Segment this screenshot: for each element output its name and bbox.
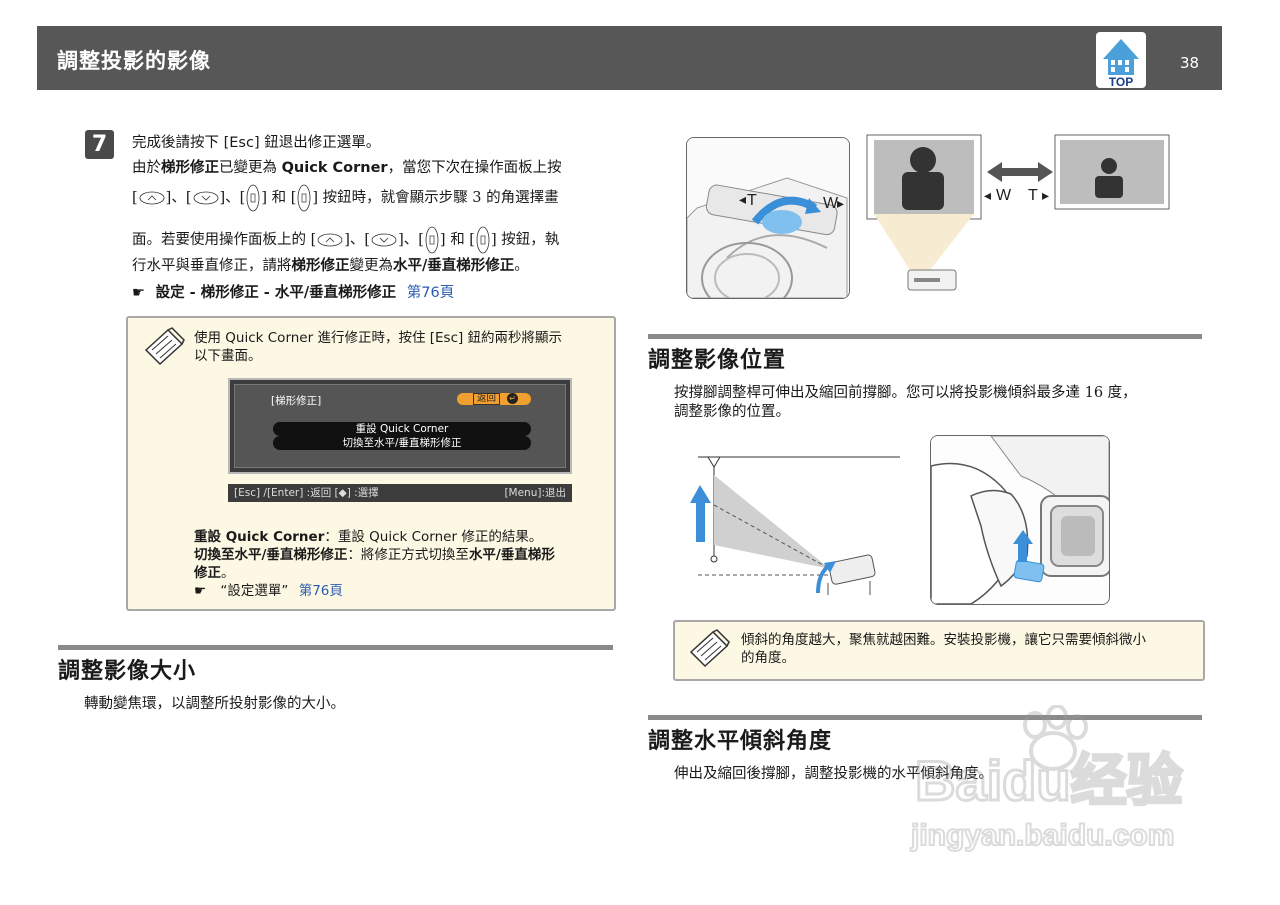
hand-pressing-lever-drawing — [931, 436, 1109, 604]
keystone-left-button-icon — [246, 184, 260, 212]
keystone-menu-screen: [梯形修正] 返回 ↵ 重設 Quick Corner 切換至水平/垂直梯形修正 — [228, 378, 572, 474]
section-rule — [648, 334, 1202, 339]
svg-text:T: T — [747, 192, 757, 209]
keystone-up-button-icon — [317, 233, 343, 247]
zoom-ring-illustration: ◂ T W ▸ — [686, 137, 850, 299]
svg-text:▸: ▸ — [837, 195, 844, 211]
keystone-left-button-icon — [425, 226, 439, 254]
keystone-up-button-icon — [139, 191, 165, 205]
step-line-3: []、[]、[] 和 [] 按鈕時，就會顯示步驟 3 的角選擇畫 — [132, 183, 559, 213]
pointing-hand-icon: ☛ — [132, 285, 145, 301]
pointing-hand-icon: ☛ — [194, 583, 207, 599]
svg-text:◂: ◂ — [984, 187, 991, 203]
page-link[interactable]: 第76頁 — [406, 285, 455, 301]
svg-text:jingyan.baidu.com: jingyan.baidu.com — [910, 819, 1174, 852]
page-header: 調整投影的影像 TOP 38 — [37, 26, 1222, 90]
home-icon: TOP — [1096, 32, 1146, 89]
step-number-badge: 7 — [85, 130, 114, 159]
step-line-4: 面。若要使用操作面板上的 []、[]、[] 和 [] 按鈕，執 — [132, 225, 559, 255]
menu-footer: [Esc] /[Enter] :返回 [◆] :選擇 [Menu]:退出 — [228, 484, 572, 502]
menu-return-button[interactable]: 返回 ↵ — [457, 393, 531, 405]
page-title: 調整投影的影像 — [57, 49, 211, 73]
menu-panel: [梯形修正] 返回 ↵ 重設 Quick Corner 切換至水平/垂直梯形修正 — [234, 384, 566, 468]
keystone-right-button-icon — [297, 184, 311, 212]
step-line-2: 由於梯形修正已變更為 Quick Corner，當您下次在操作面板上按 — [132, 159, 562, 176]
svg-text:W: W — [996, 187, 1012, 204]
page-number: 38 — [1180, 54, 1200, 72]
section-title-position: 調整影像位置 — [648, 348, 787, 373]
step-reference: ☛ 設定 - 梯形修正 - 水平/垂直梯形修正 第76頁 — [132, 284, 455, 301]
svg-text:▸: ▸ — [1042, 187, 1049, 203]
menu-title: [梯形修正] — [271, 395, 322, 407]
step-line-5: 行水平與垂直修正，請將梯形修正變更為水平/垂直梯形修正。 — [132, 257, 529, 274]
desc-reset-quick-corner: 重設 Quick Corner：重設 Quick Corner 修正的結果。 — [194, 529, 543, 545]
zoom-ring-drawing: ◂ T W ▸ — [687, 138, 849, 298]
note-reference: ☛ “設定選單” 第76頁 — [194, 583, 343, 599]
zoom-projection-diagram: ◂ W T ▸ — [866, 134, 1170, 291]
note-line-1: 使用 Quick Corner 進行修正時，按住 [Esc] 鈕約兩秒將顯示 — [194, 330, 563, 346]
section-body-position-1: 按撐腳調整桿可伸出及縮回前撐腳。您可以將投影機傾斜最多達 16 度， — [674, 385, 1137, 401]
desc-switch-hv-keystone: 切換至水平/垂直梯形修正：將修正方式切換至水平/垂直梯形 — [194, 547, 555, 563]
step-line-1: 完成後請按下 [Esc] 鈕退出修正選單。 — [132, 135, 381, 151]
section-title-tilt: 調整水平傾斜角度 — [648, 729, 833, 754]
page-link[interactable]: 第76頁 — [298, 583, 343, 599]
note-line-2: 的角度。 — [741, 650, 795, 666]
note-line-2: 以下畫面。 — [194, 348, 262, 364]
keystone-down-button-icon — [193, 191, 218, 205]
section-rule — [58, 645, 613, 650]
svg-text:TOP: TOP — [1109, 75, 1133, 89]
top-button[interactable]: TOP — [1095, 31, 1147, 89]
menu-item-reset-quick-corner[interactable]: 重設 Quick Corner — [273, 422, 531, 436]
desc-switch-hv-keystone-cont: 修正。 — [194, 565, 235, 581]
section-body-size: 轉動變焦環，以調整所投射影像的大小。 — [84, 696, 345, 712]
note-pencil-icon — [144, 327, 185, 366]
baidu-watermark: Baidu经验 jingyan.baidu.com — [909, 705, 1184, 853]
section-title-size: 調整影像大小 — [58, 659, 197, 684]
svg-text:W: W — [823, 195, 839, 212]
menu-item-switch-hv-keystone[interactable]: 切換至水平/垂直梯形修正 — [273, 436, 531, 450]
enter-icon: ↵ — [507, 393, 518, 404]
note-line-1: 傾斜的角度越大，聚焦就越困難。安裝投影機，讓它只需要傾斜微小 — [741, 632, 1146, 648]
svg-text:◂: ◂ — [739, 191, 746, 207]
note-pencil-icon — [689, 629, 730, 668]
keystone-down-button-icon — [371, 233, 397, 247]
adjust-lever-illustration — [930, 435, 1110, 605]
note-box: 傾斜的角度越大，聚焦就越困難。安裝投影機，讓它只需要傾斜微小 的角度。 — [673, 620, 1205, 681]
section-rule — [648, 715, 1202, 720]
tilt-diagram — [690, 456, 900, 595]
svg-text:Baidu经验: Baidu经验 — [915, 749, 1183, 812]
section-body-tilt: 伸出及縮回後撐腳，調整投影機的水平傾斜角度。 — [674, 766, 993, 782]
section-body-position-2: 調整影像的位置。 — [674, 404, 790, 420]
svg-text:T: T — [1028, 187, 1038, 204]
keystone-right-button-icon — [476, 226, 490, 254]
